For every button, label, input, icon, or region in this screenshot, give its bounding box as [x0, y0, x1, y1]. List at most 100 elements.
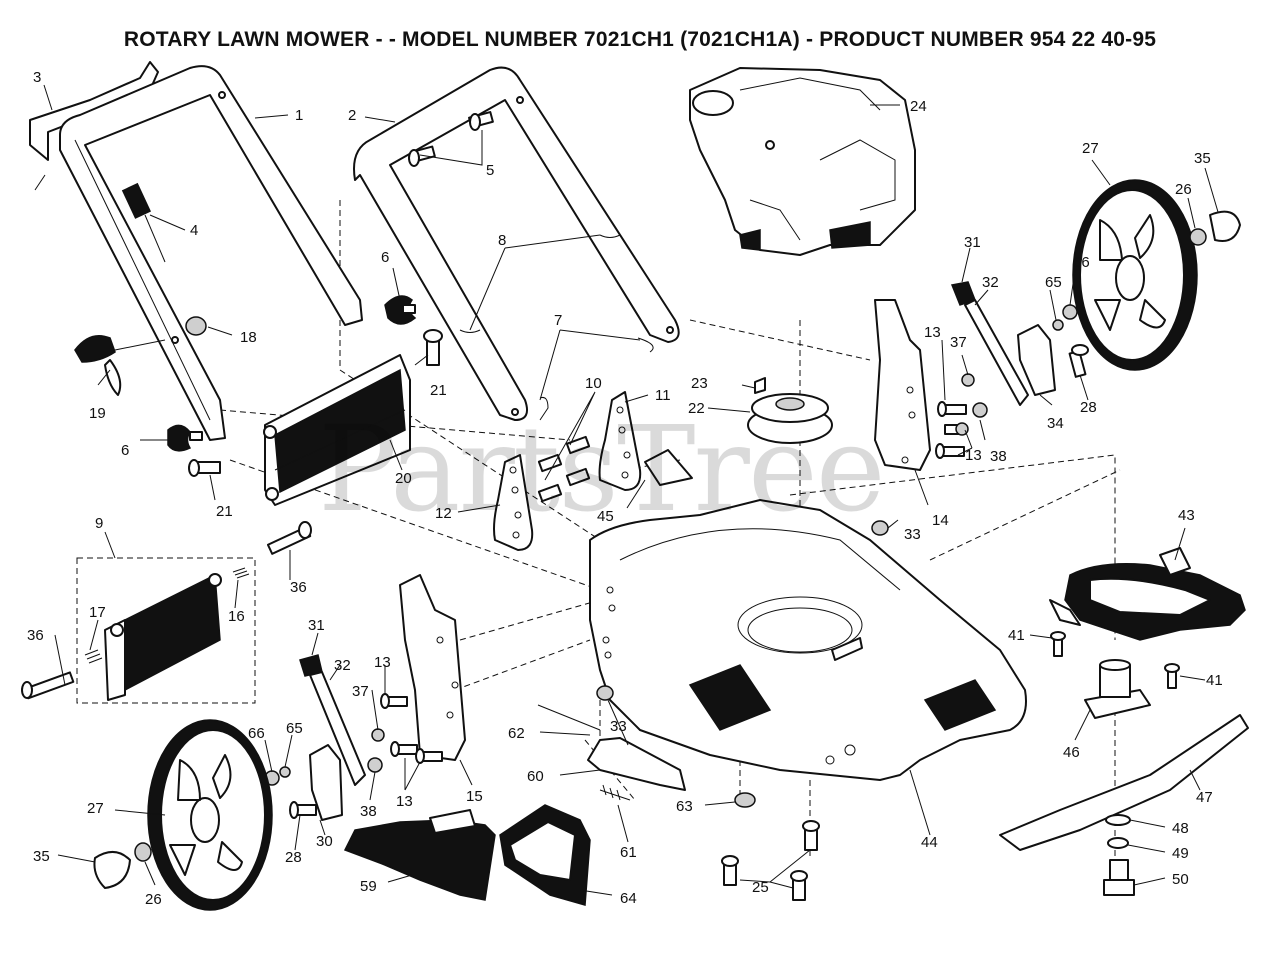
callout-26: 26: [145, 891, 162, 908]
callout-17: 17: [89, 604, 106, 621]
nut-63: [734, 792, 756, 808]
callout-14: 14: [932, 512, 949, 529]
washer-49: [1107, 837, 1129, 849]
discharge-door-9: [104, 573, 222, 701]
callout-18: 18: [240, 329, 257, 346]
bracket-60: [587, 737, 686, 791]
nut-26-right: [1189, 228, 1207, 246]
callout-35: 35: [33, 848, 50, 865]
callout-66: 66: [248, 725, 265, 742]
callout-66: 66: [1073, 254, 1090, 271]
callout-2: 2: [348, 107, 356, 124]
callout-33: 33: [904, 526, 921, 543]
hair-pin-7: [539, 337, 654, 421]
callout-47: 47: [1196, 789, 1213, 806]
spring-17: [84, 649, 103, 664]
callout-26: 26: [1175, 181, 1192, 198]
washer-65-right: [1052, 319, 1064, 331]
callout-27: 27: [1082, 140, 1099, 157]
callout-24: 24: [910, 98, 927, 115]
callout-46: 46: [1063, 744, 1080, 761]
callout-27: 27: [87, 800, 104, 817]
spring-61: [599, 784, 631, 801]
wheel-27-left: [147, 719, 273, 911]
lower-handle-2: [353, 66, 680, 421]
callout-12: 12: [435, 505, 452, 522]
rod-62: [537, 704, 601, 731]
blade-adapter-46: [1084, 659, 1151, 719]
callout-13: 13: [396, 793, 413, 810]
baffle-43: [1049, 547, 1246, 641]
callout-3: 3: [33, 69, 41, 86]
washer-48: [1105, 814, 1131, 826]
lever-32-left: [309, 671, 366, 786]
callout-59: 59: [360, 878, 377, 895]
callout-10: 10: [585, 375, 602, 392]
bolt-41: [1050, 631, 1180, 689]
callout-23: 23: [691, 375, 708, 392]
callout-34: 34: [1047, 415, 1064, 432]
callout-43: 43: [1178, 507, 1195, 524]
callout-4: 4: [190, 222, 198, 239]
bracket-34: [1017, 324, 1056, 396]
mulch-plug-64: [499, 804, 591, 906]
engine-24: [689, 67, 916, 256]
callout-64: 64: [620, 890, 637, 907]
deck-bolt-25: [721, 820, 820, 901]
callout-13: 13: [924, 324, 941, 341]
callout-33: 33: [610, 718, 627, 735]
callout-48: 48: [1172, 820, 1189, 837]
callout-20: 20: [395, 470, 412, 487]
callout-36: 36: [290, 579, 307, 596]
watermark: PartsTree: [318, 400, 886, 538]
callout-19: 19: [89, 405, 106, 422]
nut-26-left: [134, 842, 152, 862]
nut-38-right: [972, 402, 988, 418]
callout-37: 37: [950, 334, 967, 351]
callout-25: 25: [752, 879, 769, 896]
callout-38: 38: [360, 803, 377, 820]
handle-knob-6: [167, 295, 417, 452]
callout-6: 6: [121, 442, 129, 459]
callout-13: 13: [965, 447, 982, 464]
carriage-bolt-21: [188, 329, 443, 477]
callout-15: 15: [466, 788, 483, 805]
spacer-10: [537, 435, 591, 503]
callout-60: 60: [527, 768, 544, 785]
nut-18: [185, 316, 207, 336]
callout-31: 31: [964, 234, 981, 251]
callout-5: 5: [486, 162, 494, 179]
mower-deck-44: [589, 499, 1027, 781]
spacer-66-right: [1062, 304, 1078, 320]
callout-38: 38: [990, 448, 1007, 465]
bolt-28-right: [1068, 344, 1089, 378]
callout-32: 32: [334, 657, 351, 674]
callout-36: 36: [27, 627, 44, 644]
callout-9: 9: [95, 515, 103, 532]
callout-35: 35: [1194, 150, 1211, 167]
spring-16: [232, 567, 250, 579]
callout-21: 21: [216, 503, 233, 520]
callout-63: 63: [676, 798, 693, 815]
handle-knob-19: [74, 335, 166, 396]
discharge-group-9: [76, 557, 256, 704]
callout-labels: 1 2 3 4 5 6 6 7 8 9 10 11 12 13 13 13 13…: [27, 69, 1223, 908]
callout-61: 61: [620, 844, 637, 861]
callout-62: 62: [508, 725, 525, 742]
plate-45: [644, 449, 693, 486]
callout-16: 16: [228, 608, 245, 625]
callout-45: 45: [597, 508, 614, 525]
callout-13: 13: [374, 654, 391, 671]
callout-6: 6: [381, 249, 389, 266]
blade-bolt-50: [1103, 859, 1135, 896]
callout-8: 8: [498, 232, 506, 249]
side-discharge-59: [343, 809, 496, 901]
callout-41: 41: [1206, 672, 1223, 689]
axle-bracket-15: [399, 574, 466, 761]
height-bracket-12: [493, 454, 534, 551]
leader-lines: [43, 84, 1219, 896]
callout-7: 7: [554, 312, 562, 329]
callout-50: 50: [1172, 871, 1189, 888]
washer-65-left: [279, 766, 291, 778]
